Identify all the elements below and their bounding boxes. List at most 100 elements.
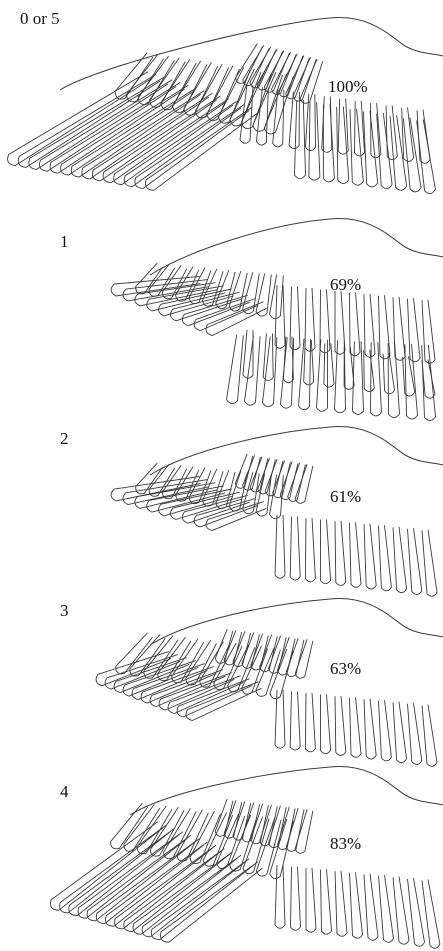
feather [275, 865, 285, 928]
feather [115, 53, 153, 99]
percentage-label: 69% [330, 276, 361, 293]
feather [290, 517, 300, 581]
wing-panel-0: 0 or 5 100% [0, 0, 443, 195]
feather [377, 113, 392, 189]
feather [408, 298, 421, 361]
feather [229, 271, 247, 311]
feather [173, 61, 208, 113]
feather [277, 637, 295, 675]
stage-label: 3 [60, 602, 69, 619]
feather [405, 344, 418, 419]
feather [111, 803, 148, 849]
feather [335, 291, 345, 354]
feather [422, 705, 437, 767]
feather [286, 638, 304, 677]
feather [18, 74, 160, 167]
feather [305, 288, 315, 351]
stage-label: 1 [60, 233, 69, 250]
feather [417, 110, 430, 164]
percentage-label: 83% [330, 835, 361, 852]
feather [200, 642, 230, 688]
feather [295, 809, 313, 853]
wing-panel-1: 1 69% [0, 195, 443, 425]
feather [335, 871, 347, 936]
feather [324, 343, 334, 387]
feather [364, 699, 376, 759]
feather [159, 289, 234, 316]
feather [335, 521, 346, 586]
feather [305, 693, 315, 752]
feather [290, 692, 300, 751]
feather [289, 92, 299, 149]
feather [393, 702, 407, 763]
wing-outline-0 [0, 0, 443, 195]
wing-panel-2: 2 61% [0, 425, 443, 595]
feather [306, 94, 316, 151]
percentage-label: 100% [328, 78, 368, 95]
feather [260, 635, 278, 672]
feather [227, 335, 244, 404]
feather [321, 694, 331, 753]
feather [275, 515, 285, 578]
stage-label: 0 or 5 [20, 10, 60, 27]
feather [393, 297, 405, 360]
feather [215, 629, 233, 663]
feather [393, 877, 409, 945]
feather [422, 300, 435, 363]
wing-panel-4: 4 83% [0, 765, 443, 951]
feather [364, 294, 375, 357]
feather [257, 49, 283, 90]
feather [422, 880, 440, 949]
feather [364, 874, 378, 941]
feather [364, 524, 376, 589]
feather [355, 101, 365, 156]
feather [323, 104, 334, 182]
feather [309, 102, 320, 180]
feather [321, 519, 331, 583]
feather [350, 522, 362, 587]
feather [320, 289, 330, 352]
percentage-label: 63% [330, 660, 361, 677]
feather [321, 869, 332, 934]
feather [216, 270, 235, 309]
feather [317, 339, 328, 411]
feather [295, 100, 306, 179]
wing-panel-3: 3 63% [0, 595, 443, 765]
feather [256, 87, 268, 145]
feather [111, 276, 200, 296]
feather [243, 330, 253, 378]
feather [393, 527, 407, 593]
feather [379, 875, 394, 942]
feather [353, 341, 364, 414]
wing-leading-edge [150, 219, 443, 275]
stage-label: 2 [60, 430, 69, 447]
feather [305, 518, 315, 582]
percentage-label: 61% [330, 488, 361, 505]
feather [290, 287, 300, 350]
feather [184, 63, 218, 116]
feather [263, 337, 277, 407]
feather [291, 867, 301, 931]
feather [350, 872, 363, 938]
feather [350, 109, 363, 186]
feather [408, 528, 422, 594]
feather [379, 525, 392, 591]
feather [306, 868, 316, 932]
feather [29, 77, 168, 169]
feather [304, 340, 314, 385]
feather [402, 108, 414, 162]
feather [245, 336, 261, 406]
feather [344, 347, 354, 390]
feather [408, 878, 425, 946]
feather [189, 268, 211, 304]
feather [350, 697, 362, 757]
wing-leading-edge [150, 599, 443, 645]
stage-label: 4 [60, 783, 69, 800]
feather [408, 703, 422, 764]
feather [379, 700, 392, 761]
feather [256, 818, 281, 876]
wing-outline-1 [0, 195, 443, 425]
wing-outline-3 [0, 595, 443, 765]
feather [295, 639, 313, 678]
wing-outline-2 [0, 425, 443, 595]
